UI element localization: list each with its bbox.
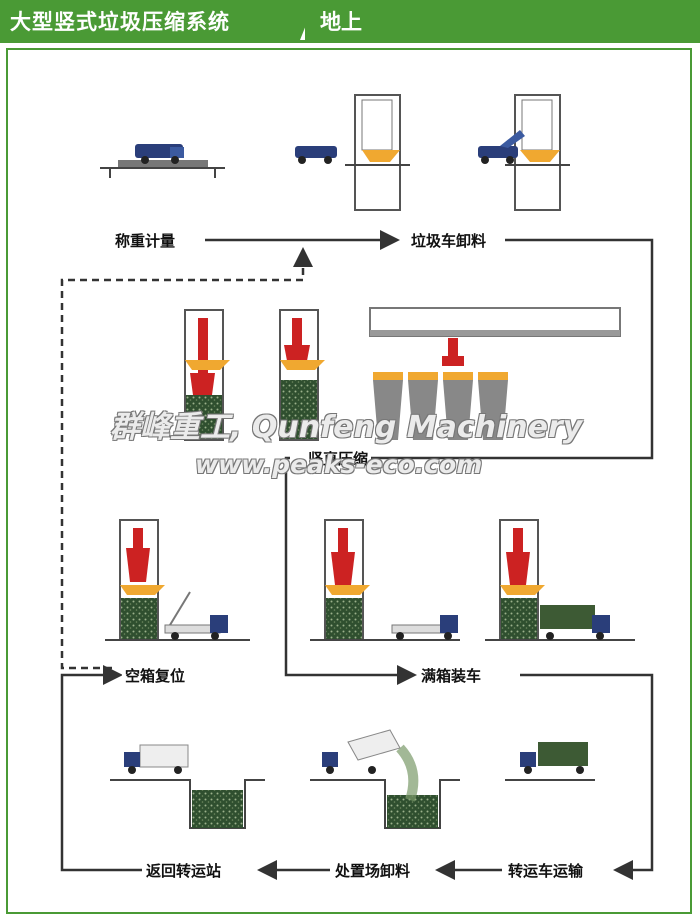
watermark-url: www.peaks-eco.com [195, 450, 483, 479]
watermark-company: 群峰重工, Qunfeng Machinery [110, 410, 583, 445]
step-reset-label: 空箱复位 [122, 665, 189, 686]
unload-tower-2 [478, 94, 570, 211]
step-loading-label: 满箱装车 [418, 665, 485, 686]
flow-connectors [60, 230, 654, 880]
arrow-compress-to-load [284, 456, 417, 685]
arrow-unload-to-compress [335, 238, 654, 468]
step-disposal-label: 处置场卸料 [332, 860, 414, 881]
reset-tower [105, 519, 250, 641]
step-weighing-label: 称重计量 [112, 230, 179, 251]
step-transport-label: 转运车运输 [505, 860, 587, 881]
arrow-load-to-transport [520, 673, 654, 880]
loading-tower-1 [310, 519, 460, 641]
step-return-label: 返回转运站 [143, 860, 225, 881]
compress-tower-2 [279, 309, 325, 441]
diagram-frame [6, 48, 692, 914]
unload-tower-1 [295, 94, 410, 211]
step-unloading-label: 垃圾车卸料 [408, 230, 490, 251]
transport-scene [505, 742, 595, 781]
disposal-scene [310, 729, 460, 829]
loading-tower-2 [485, 519, 635, 641]
header: 大型竖式垃圾压缩系统 地上 [0, 0, 700, 44]
arrow-reset-to-unload-dashed [60, 247, 313, 670]
arrow-return-to-reset [60, 665, 142, 872]
step-compression-label: 竖直压缩 [305, 448, 372, 469]
weighbridge-illustration [100, 144, 225, 178]
header-rule [0, 40, 700, 43]
page-title: 大型竖式垃圾压缩系统 [10, 10, 230, 34]
page-subtitle: 地上 [320, 10, 362, 34]
compress-tower-1 [184, 309, 230, 441]
subtitle-tab [305, 0, 700, 40]
multi-bay-compressor [369, 307, 621, 440]
return-truck-scene [110, 744, 265, 829]
